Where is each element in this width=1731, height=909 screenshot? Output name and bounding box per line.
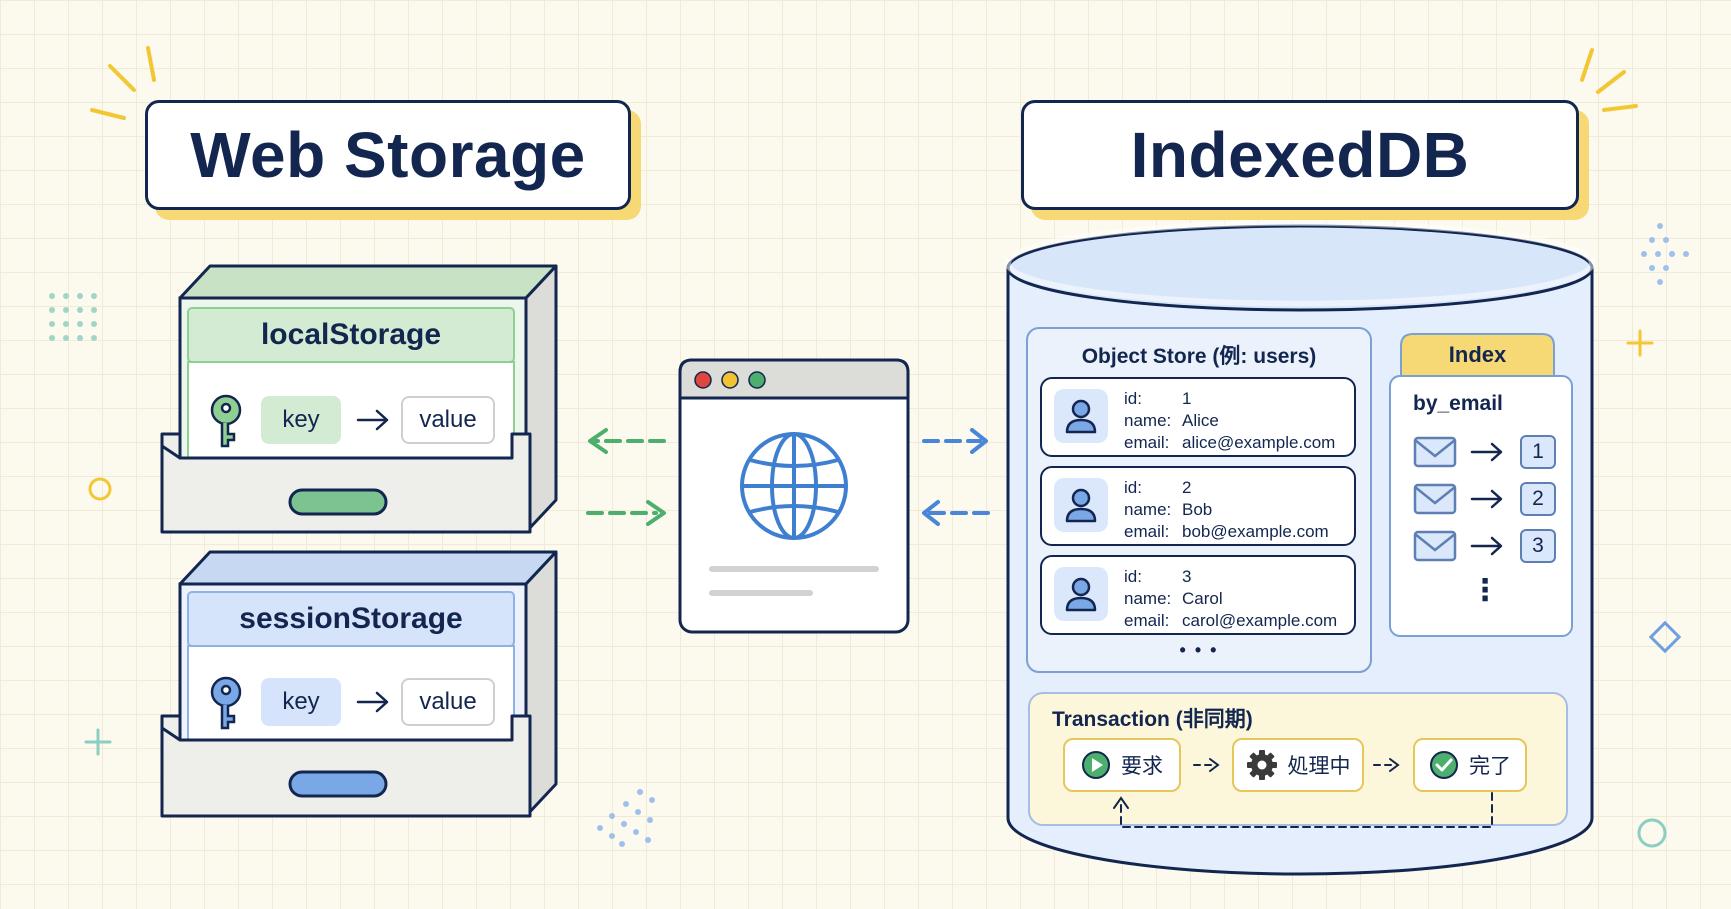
arrow-icon (356, 409, 389, 713)
sessionstorage-label: sessionStorage (239, 602, 463, 635)
key-icon (210, 394, 242, 448)
index-label: Index (1448, 342, 1507, 367)
ring-decoration (1637, 818, 1667, 848)
record-card: id: 2 name: Bob email: bob@example.com (1040, 466, 1356, 546)
localstorage-key-chip: key (261, 396, 341, 444)
play-icon (1082, 751, 1110, 779)
web-storage-title-text: Web Storage (190, 119, 586, 191)
record-id: id: 3 (1124, 567, 1191, 587)
record-email-value: carol@example.com (1182, 611, 1338, 630)
record-email: email: bob@example.com (1124, 522, 1329, 542)
record-email-key: email: (1124, 611, 1170, 630)
user-avatar (1054, 389, 1108, 443)
plus-decoration (1626, 329, 1654, 357)
envelope-icon (1413, 436, 1457, 562)
gear-icon (1246, 750, 1277, 780)
sessionstorage-key-chip: key (261, 678, 341, 726)
record-name-value: Alice (1182, 411, 1219, 430)
user-avatar (1054, 478, 1108, 532)
record-id-key: id: (1124, 478, 1142, 497)
sessionstorage-value-chip: value (401, 678, 495, 726)
dot-grid-decoration (49, 293, 97, 341)
record-id-value: 2 (1182, 478, 1192, 497)
dot-cluster-decoration (597, 789, 655, 847)
object-store-label: Object Store (例: users) (1081, 345, 1317, 368)
more-records-ellipsis: • • • (1179, 640, 1219, 660)
more-index-ellipsis: ⋮ (1470, 574, 1500, 607)
plus-decoration (84, 728, 112, 756)
record-email-key: email: (1124, 433, 1170, 452)
globe-icon (740, 432, 848, 540)
record-email-value: alice@example.com (1182, 433, 1336, 452)
index-name: by_email (1413, 392, 1503, 415)
index-entry-number: 1 (1520, 435, 1556, 469)
record-id-key: id: (1124, 567, 1142, 586)
record-id: id: 1 (1124, 389, 1191, 409)
transaction-step-processing: 処理中 (1232, 738, 1364, 792)
record-id-value: 3 (1182, 567, 1192, 586)
record-name-key: name: (1124, 500, 1172, 519)
indexeddb-title: IndexedDB (1021, 100, 1579, 210)
record-name: name: Alice (1124, 411, 1219, 431)
record-name-key: name: (1124, 589, 1172, 608)
transaction-step-label: 要求 (1121, 755, 1163, 778)
record-email: email: carol@example.com (1124, 611, 1337, 631)
record-card: id: 1 name: Alice email: alice@example.com (1040, 377, 1356, 457)
arrow-icon (1470, 442, 1503, 556)
index-tab (1400, 333, 1555, 377)
record-name: name: Bob (1124, 500, 1212, 520)
dot-cluster-decoration-right (1641, 223, 1689, 285)
record-email: email: alice@example.com (1124, 433, 1335, 453)
record-name: name: Carol (1124, 589, 1223, 609)
localstorage-value-chip: value (401, 396, 495, 444)
transaction-step-label: 処理中 (1287, 755, 1351, 778)
user-icon (1065, 577, 1097, 612)
record-name-value: Bob (1182, 500, 1213, 519)
transaction-step-label: 完了 (1469, 755, 1511, 778)
sparkle-decoration-left (90, 46, 156, 120)
indexeddb-title-text: IndexedDB (1130, 119, 1470, 191)
data-flow-arrows-left (586, 428, 666, 526)
record-id-value: 1 (1182, 389, 1192, 408)
record-email-key: email: (1124, 522, 1170, 541)
record-id: id: 2 (1124, 478, 1191, 498)
record-email-value: bob@example.com (1182, 522, 1329, 541)
index-entry-number: 2 (1520, 482, 1556, 516)
localstorage-label: localStorage (260, 318, 442, 351)
ring-decoration (88, 477, 112, 501)
record-id-key: id: (1124, 389, 1142, 408)
record-name-value: Carol (1182, 589, 1223, 608)
transaction-label: Transaction (非同期) (1052, 708, 1253, 731)
data-flow-arrows-right (922, 428, 990, 526)
web-storage-title: Web Storage (145, 100, 631, 210)
index-entry-number: 3 (1520, 529, 1556, 563)
transaction-arrows (1113, 758, 1493, 828)
transaction-step-request: 要求 (1063, 738, 1181, 792)
check-icon (1430, 751, 1458, 779)
transaction-step-complete: 完了 (1413, 738, 1527, 792)
record-name-key: name: (1124, 411, 1172, 430)
user-icon (1065, 488, 1097, 523)
user-icon (1065, 399, 1097, 434)
user-avatar (1054, 567, 1108, 621)
sparkle-decoration-right (1580, 48, 1638, 112)
diamond-decoration (1648, 620, 1682, 654)
record-card: id: 3 name: Carol email: carol@example.com (1040, 555, 1356, 635)
key-icon (210, 676, 242, 730)
